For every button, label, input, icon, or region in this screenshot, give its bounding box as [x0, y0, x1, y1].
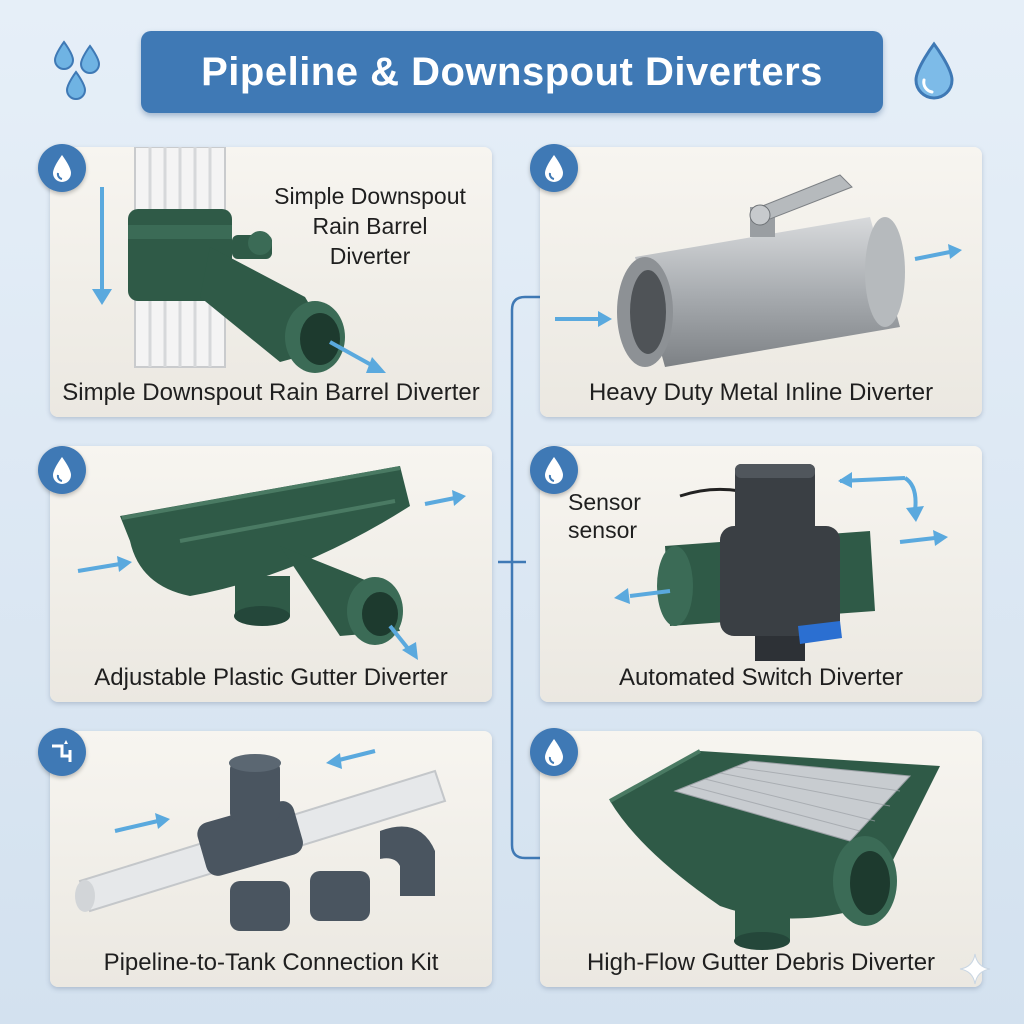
- page-title: Pipeline & Downspout Diverters: [201, 49, 823, 94]
- card-adjustable-plastic-gutter-diverter[interactable]: Adjustable Plastic Gutter Diverter: [50, 446, 492, 702]
- callout-line: Sensor: [568, 489, 641, 515]
- plastic-gutter-diverter-illustration: [77, 466, 466, 660]
- card-label: Simple Downspout Rain Barrel Diverter: [62, 379, 480, 406]
- gutter-debris-diverter-illustration: [609, 749, 940, 950]
- water-drops-icon: [53, 40, 101, 100]
- water-drop-icon: [914, 41, 954, 100]
- callout-line: sensor: [568, 517, 638, 543]
- metal-inline-diverter-illustration: [555, 174, 962, 367]
- pipeline-kit-illustration: [75, 749, 447, 931]
- callout-text: Simple Downspout Rain Barrel Diverter: [260, 181, 480, 271]
- card-high-flow-gutter-debris-diverter[interactable]: High-Flow Gutter Debris Diverter: [540, 731, 982, 987]
- water-drop-icon: [38, 446, 86, 494]
- card-label: Automated Switch Diverter: [618, 664, 904, 691]
- sensor-callout: Sensor sensor: [568, 488, 678, 544]
- card-automated-switch-diverter[interactable]: Sensor sensor Automated Switch Diverter: [540, 446, 982, 702]
- card-simple-downspout-diverter[interactable]: Simple Downspout Rain Barrel Diverter Si…: [50, 147, 492, 417]
- water-drop-icon: [530, 728, 578, 776]
- water-drop-icon: [530, 446, 578, 494]
- water-drop-icon: [530, 144, 578, 192]
- callout-line: Rain Barrel: [312, 213, 428, 239]
- card-label: Heavy Duty Metal Inline Diverter: [588, 379, 934, 406]
- card-label: High-Flow Gutter Debris Diverter: [586, 949, 936, 976]
- automated-switch-diverter-illustration: [614, 464, 948, 661]
- downspout-diverter-illustration: [92, 147, 386, 373]
- water-drop-icon: [38, 144, 86, 192]
- card-label: Adjustable Plastic Gutter Diverter: [94, 664, 448, 691]
- card-pipeline-to-tank-kit[interactable]: Pipeline-to-Tank Connection Kit: [50, 731, 492, 987]
- title-banner: Pipeline & Downspout Diverters: [141, 31, 883, 113]
- card-heavy-duty-metal-diverter[interactable]: Heavy Duty Metal Inline Diverter: [540, 147, 982, 417]
- callout-line: Diverter: [329, 243, 411, 269]
- card-label: Pipeline-to-Tank Connection Kit: [103, 949, 439, 976]
- sparkle-icon: [959, 953, 991, 985]
- pipe-connection-icon: [38, 728, 86, 776]
- callout-line: Simple Downspout: [274, 183, 466, 209]
